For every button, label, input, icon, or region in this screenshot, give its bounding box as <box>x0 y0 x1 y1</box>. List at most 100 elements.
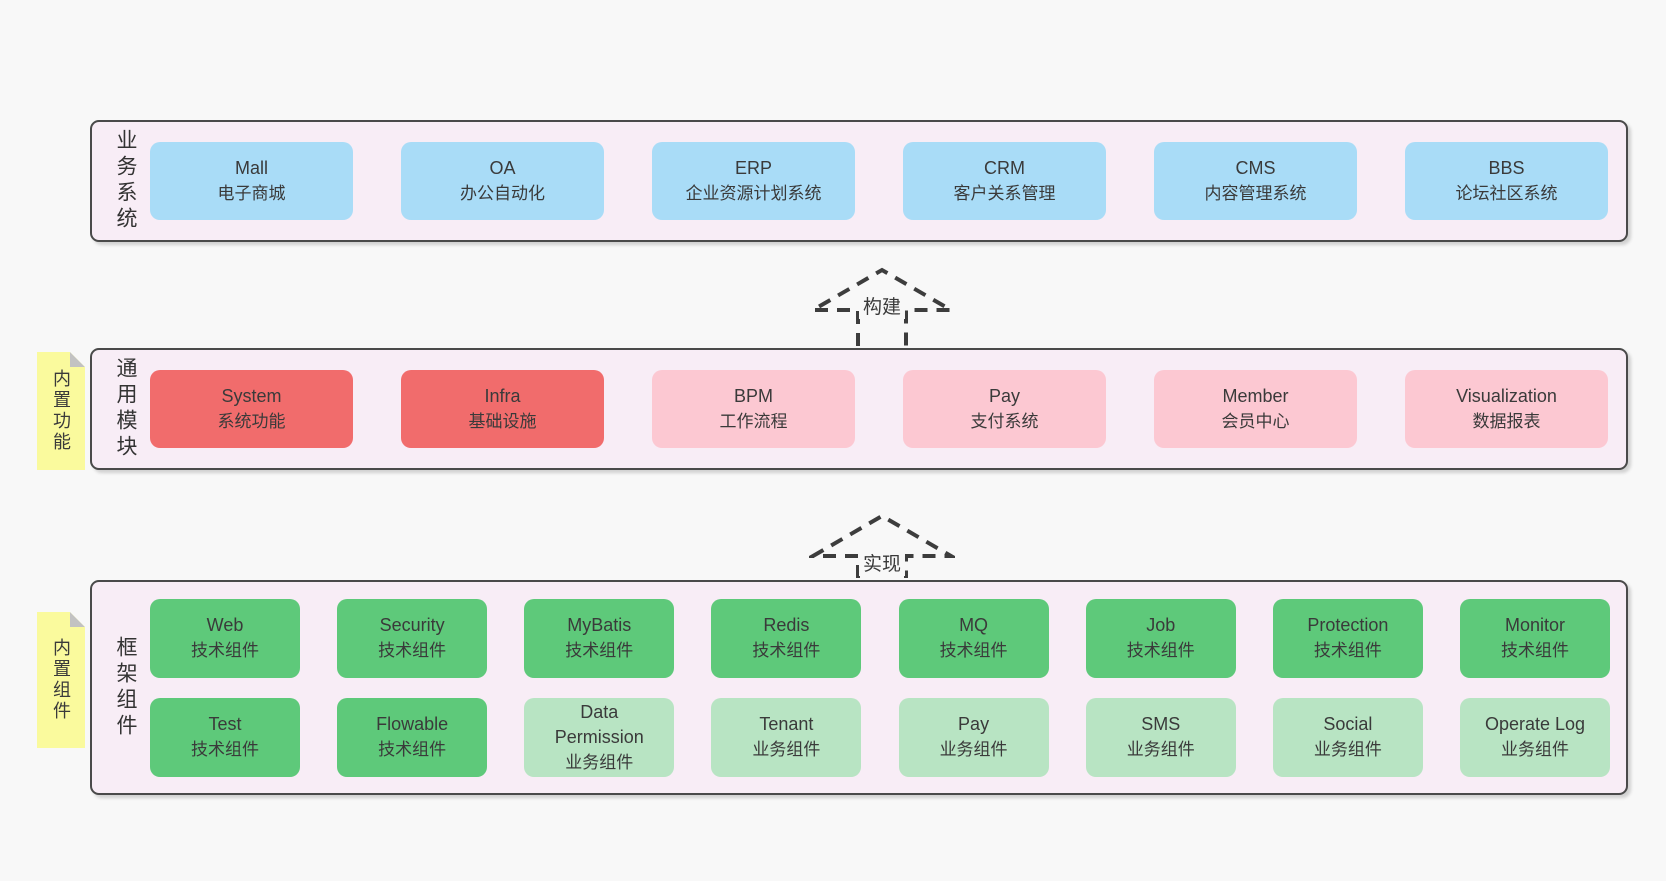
module-desc: 技术组件 <box>378 740 447 759</box>
module-desc: 业务组件 <box>939 740 1008 759</box>
common-modules-boxes: System 系统功能 Infra 基础设施 BPM 工作流程 Pay 支付系统 Member 会… <box>142 350 1626 468</box>
band-common-modules: 通用模块 System 系统功能 Infra 基础设施 BPM 工作流程 Pay 支付系统 Me… <box>90 348 1628 470</box>
module-desc: 客户关系管理 <box>953 184 1056 203</box>
module-box-operate-log: Operate Log 业务组件 <box>1459 697 1610 777</box>
module-name: MyBatis <box>567 615 632 635</box>
module-name: CMS <box>1235 158 1276 178</box>
module-desc: 技术组件 <box>752 641 821 660</box>
module-desc: 内容管理系统 <box>1204 184 1307 203</box>
module-name: Redis <box>763 615 810 635</box>
module-box-redis: Redis 技术组件 <box>711 598 862 678</box>
module-name: BPM <box>733 386 773 406</box>
module-desc: 业务组件 <box>565 752 634 772</box>
module-box-mall: Mall 电子商城 <box>150 142 353 220</box>
module-desc: 业务组件 <box>752 740 821 759</box>
sticky-note-text: 内置功能 <box>51 369 71 453</box>
module-name: Data Permission <box>554 701 644 747</box>
module-name: Pay <box>988 386 1021 406</box>
module-name: Pay <box>958 714 990 734</box>
dashed-up-arrow-icon <box>809 513 955 578</box>
sticky-note-builtin-components: 内置组件 <box>37 612 85 748</box>
module-desc: 业务组件 <box>1500 740 1569 759</box>
dashed-up-arrow-icon <box>809 267 955 346</box>
module-desc: 技术组件 <box>565 641 634 660</box>
module-box-flowable: Flowable 技术组件 <box>337 697 488 777</box>
band-label-business-systems: 业务系统 <box>114 129 137 233</box>
module-desc: 技术组件 <box>191 641 259 660</box>
implement-arrow: 实现 <box>809 512 955 578</box>
module-box-job: Job 技术组件 <box>1085 598 1236 678</box>
module-name: Test <box>208 714 242 734</box>
module-desc: 会员中心 <box>1221 412 1290 431</box>
module-name: OA <box>489 158 516 178</box>
module-desc: 企业资源计划系统 <box>685 184 822 203</box>
module-name: Social <box>1323 714 1373 734</box>
module-box-tenant: Tenant 业务组件 <box>711 697 862 777</box>
module-name: Flowable <box>376 714 449 734</box>
band-label-common-modules: 通用模块 <box>114 357 137 461</box>
module-desc: 技术组件 <box>378 641 447 660</box>
implement-arrow-label: 实现 <box>858 549 906 576</box>
module-name: Tenant <box>759 714 814 734</box>
module-box-pay: Pay 业务组件 <box>898 697 1049 777</box>
module-name: Job <box>1146 615 1176 635</box>
module-box-data-permission: Data Permission 业务组件 <box>524 697 675 777</box>
module-desc: 电子商城 <box>217 184 286 203</box>
module-name: Infra <box>484 386 521 406</box>
module-box-crm: CRM 客户关系管理 <box>903 142 1106 220</box>
module-box-visualization: Visualization 数据报表 <box>1405 370 1608 448</box>
module-box-social: Social 业务组件 <box>1272 697 1423 777</box>
module-name: Monitor <box>1504 615 1565 635</box>
module-name: Web <box>206 615 244 635</box>
folded-corner-icon <box>70 352 85 367</box>
business-systems-boxes: Mall 电子商城 OA 办公自动化 ERP 企业资源计划系统 CRM 客户关系管理 CMS 内容… <box>142 122 1626 240</box>
module-box-monitor: Monitor 技术组件 <box>1459 598 1610 678</box>
module-name: System <box>221 386 282 406</box>
band-business-systems: 业务系统 Mall 电子商城 OA 办公自动化 ERP 企业资源计划系统 CRM 客户关系管理… <box>90 120 1628 242</box>
module-name: Security <box>379 615 445 635</box>
module-desc: 数据报表 <box>1472 412 1541 431</box>
build-arrow-label: 构建 <box>858 292 906 319</box>
module-desc: 工作流程 <box>719 412 788 431</box>
sticky-note-builtin-features: 内置功能 <box>37 352 85 470</box>
sticky-note-text: 内置组件 <box>51 638 71 722</box>
module-box-security: Security 技术组件 <box>337 598 488 678</box>
module-name: Member <box>1222 386 1289 406</box>
module-name: Operate Log <box>1484 714 1586 734</box>
module-name: Visualization <box>1456 386 1557 406</box>
module-box-infra: Infra 基础设施 <box>401 370 604 448</box>
module-box-web: Web 技术组件 <box>150 598 300 678</box>
module-box-pay: Pay 支付系统 <box>903 370 1106 448</box>
module-name: Mall <box>234 158 268 178</box>
module-desc: 业务组件 <box>1126 740 1195 759</box>
module-box-mq: MQ 技术组件 <box>898 598 1049 678</box>
module-desc: 技术组件 <box>1126 641 1195 660</box>
module-box-oa: OA 办公自动化 <box>401 142 604 220</box>
module-name: ERP <box>734 158 772 178</box>
module-box-sms: SMS 业务组件 <box>1085 697 1236 777</box>
folded-corner-icon <box>70 612 85 627</box>
module-desc: 技术组件 <box>1500 641 1569 660</box>
module-box-bpm: BPM 工作流程 <box>652 370 855 448</box>
build-arrow: 构建 <box>809 266 955 346</box>
module-desc: 支付系统 <box>970 412 1039 431</box>
module-desc: 基础设施 <box>468 412 537 431</box>
module-box-cms: CMS 内容管理系统 <box>1154 142 1357 220</box>
module-box-system: System 系统功能 <box>150 370 353 448</box>
module-name: MQ <box>959 615 989 635</box>
module-desc: 论坛社区系统 <box>1455 184 1558 203</box>
module-desc: 业务组件 <box>1313 740 1382 759</box>
module-box-mybatis: MyBatis 技术组件 <box>524 598 675 678</box>
module-box-erp: ERP 企业资源计划系统 <box>652 142 855 220</box>
module-desc: 技术组件 <box>1313 641 1382 660</box>
module-desc: 技术组件 <box>939 641 1008 660</box>
module-name: CRM <box>984 158 1025 178</box>
module-desc: 技术组件 <box>191 740 259 759</box>
module-name: SMS <box>1141 714 1181 734</box>
module-desc: 系统功能 <box>217 412 286 431</box>
module-desc: 办公自动化 <box>460 184 545 203</box>
